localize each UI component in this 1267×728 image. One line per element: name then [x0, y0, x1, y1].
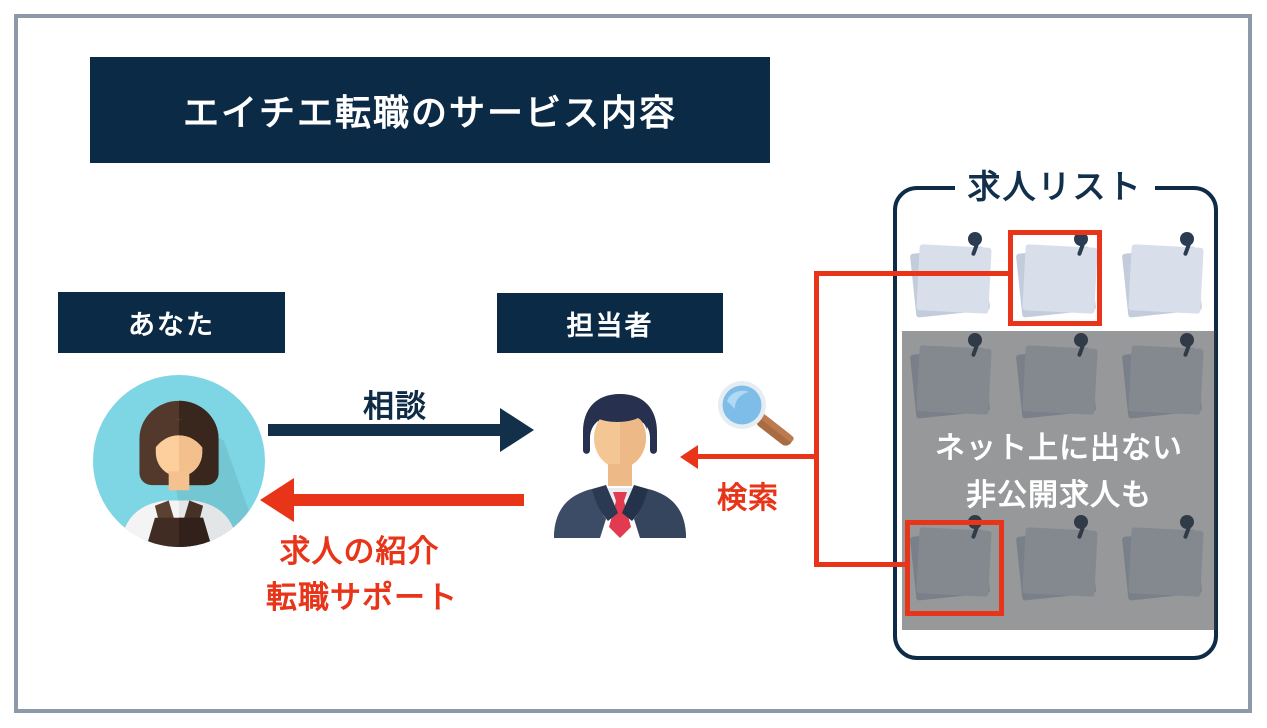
referral-label-line2: 転職サポート: [266, 580, 458, 615]
search-arrow-shaft: [697, 454, 818, 459]
label-agent-text: 担当者: [566, 310, 654, 341]
search-label: 検索: [717, 482, 779, 515]
connector-vertical-line: [814, 271, 819, 567]
title-banner: エイチエ転職のサービス内容: [90, 57, 770, 163]
outer-frame: [14, 14, 1252, 713]
sticky-note: [1015, 232, 1100, 322]
page-title: エイチエ転職のサービス内容: [182, 92, 677, 133]
referral-label-line1: 求人の紹介: [279, 534, 440, 569]
woman-avatar-icon: [93, 375, 265, 547]
pin-icon: [1180, 232, 1194, 246]
connector-bottom-line: [814, 562, 909, 567]
highlight-rect-top-note: [1008, 230, 1102, 326]
label-you: あなた: [58, 292, 285, 353]
job-list-title: 求人リスト: [955, 160, 1155, 208]
label-you-text: あなた: [128, 310, 215, 340]
highlight-rect-bottom-note: [905, 520, 1004, 616]
hidden-jobs-overlay: [902, 331, 1216, 630]
magnifier-icon: [718, 381, 794, 446]
search-arrow-head: [680, 445, 698, 469]
businessman-avatar-icon: [554, 394, 686, 538]
consult-arrow-head: [500, 408, 534, 452]
sticky-note: [909, 232, 994, 322]
label-agent: 担当者: [497, 293, 723, 353]
consult-label: 相談: [363, 389, 427, 424]
sticky-note: [1121, 232, 1206, 322]
overlay-text-line1: ネット上に出ない: [935, 432, 1183, 465]
consult-arrow-shaft: [268, 424, 502, 436]
referral-arrow-head: [260, 478, 294, 522]
pin-icon: [968, 232, 982, 246]
referral-arrow-shaft: [294, 494, 524, 506]
pin-icon: [1074, 232, 1088, 246]
connector-top-line: [814, 271, 1012, 276]
overlay-text-line2: 非公開求人も: [966, 479, 1152, 512]
